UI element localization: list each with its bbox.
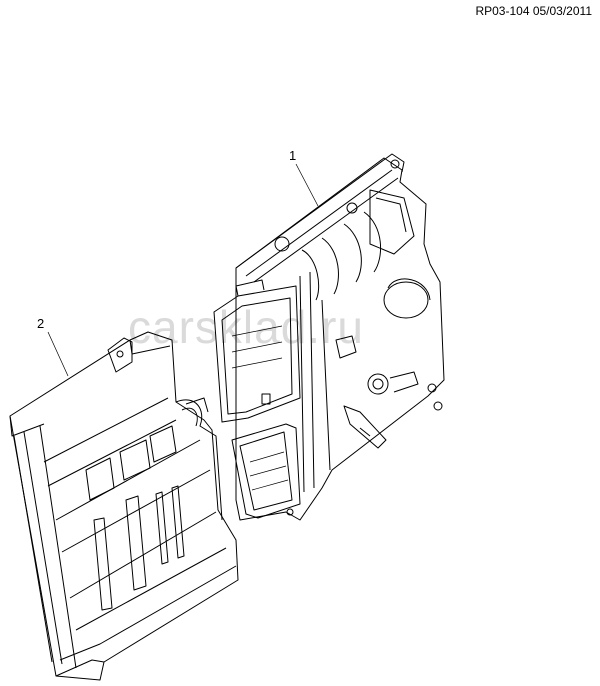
part-2-cover bbox=[9, 331, 239, 681]
part-1-control-module bbox=[213, 153, 445, 521]
callout-1-leader bbox=[295, 163, 319, 207]
callout-2-label: 2 bbox=[37, 316, 45, 331]
callout-1-label: 1 bbox=[289, 148, 297, 163]
upper-connector bbox=[213, 279, 301, 423]
document-reference: RP03-104 05/03/2011 bbox=[475, 4, 592, 18]
callout-2-leader bbox=[47, 331, 69, 377]
lower-connector bbox=[231, 423, 301, 519]
